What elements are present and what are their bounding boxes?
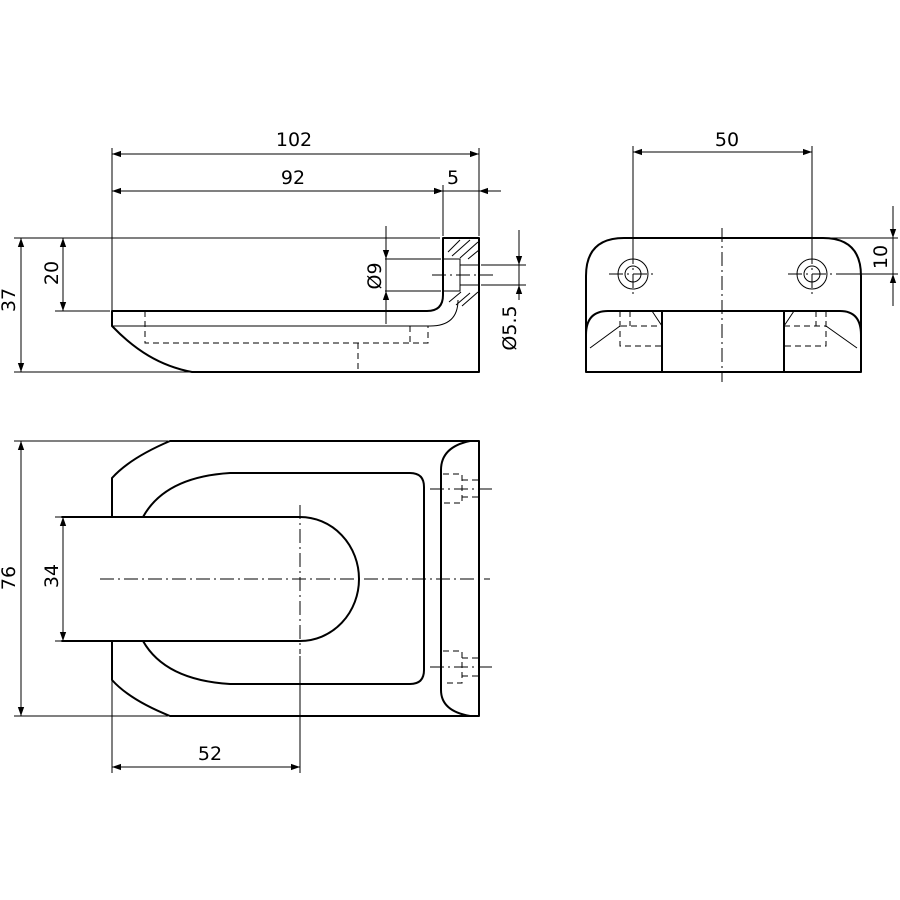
dim-overall-width: 76 xyxy=(0,441,25,716)
dim-counterbore-diameter: Ø9 xyxy=(364,226,390,324)
end-view-grip-top xyxy=(585,310,862,336)
side-view-hidden-recess xyxy=(144,311,429,372)
end-view xyxy=(585,228,862,382)
dim-hole-diameter-label: Ø5.5 xyxy=(499,305,521,350)
side-view-extension-lines xyxy=(14,148,526,373)
dim-hole-offset: 20 xyxy=(41,238,67,311)
dim-inner-length: 92 xyxy=(112,167,443,195)
dim-hole-offset-label: 20 xyxy=(41,261,63,285)
top-view xyxy=(61,440,492,717)
top-view-end-wall xyxy=(440,440,471,717)
top-view-extension-lines xyxy=(14,440,301,773)
dim-hole-edge-distance-label: 10 xyxy=(870,245,892,269)
top-view-outline xyxy=(111,440,480,717)
dim-grip-width-label: 34 xyxy=(41,564,63,588)
dim-hole-spacing-label: 50 xyxy=(715,129,739,151)
dim-overall-height: 37 xyxy=(0,238,25,372)
end-view-chamfer-lines xyxy=(589,310,858,349)
dim-hole-edge-distance: 10 xyxy=(870,206,897,306)
dim-wall-thickness-label: 5 xyxy=(447,167,459,189)
dim-hole-diameter: Ø5.5 xyxy=(499,230,523,351)
dim-overall-width-label: 76 xyxy=(0,566,20,590)
end-view-outline xyxy=(585,237,862,373)
dim-inner-length-label: 92 xyxy=(281,167,305,189)
dim-overall-length-label: 102 xyxy=(276,129,312,151)
dim-hole-spacing: 50 xyxy=(633,129,812,156)
side-view-outline xyxy=(111,237,480,373)
dim-wall-thickness: 5 xyxy=(421,167,501,195)
dim-grip-depth-label: 52 xyxy=(198,743,222,765)
dim-overall-height-label: 37 xyxy=(0,288,20,312)
side-view-hatching xyxy=(447,239,480,307)
side-view xyxy=(111,237,493,373)
dim-grip-width: 34 xyxy=(41,517,67,641)
dim-counterbore-diameter-label: Ø9 xyxy=(364,262,386,289)
dim-grip-depth: 52 xyxy=(112,743,300,771)
side-view-bend-line xyxy=(112,299,459,327)
end-view-extension-lines xyxy=(632,146,898,275)
end-view-hidden-lines xyxy=(619,311,827,347)
dim-overall-length: 102 xyxy=(112,129,479,158)
